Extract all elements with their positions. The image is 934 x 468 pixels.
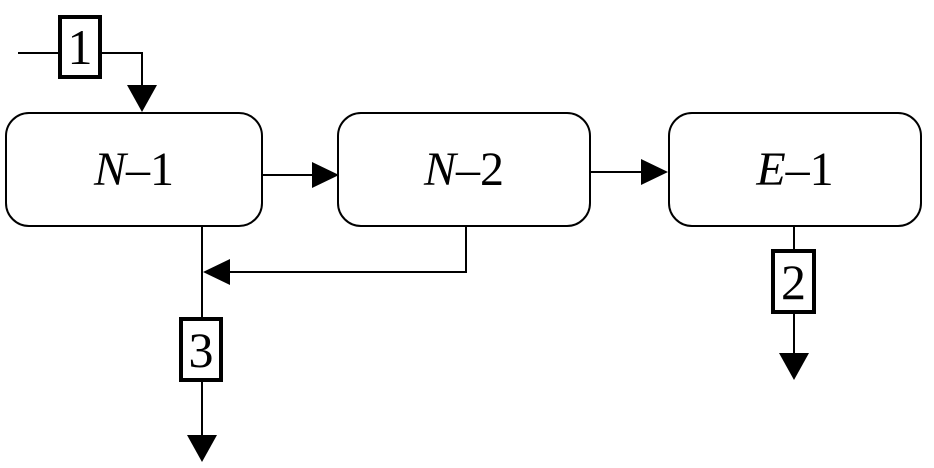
stream-2-line-upper xyxy=(793,227,795,249)
n1-to-n2-arrowhead xyxy=(312,162,339,188)
stream-3-arrowhead xyxy=(187,435,217,462)
block-n1-letter: N xyxy=(93,142,126,196)
recycle-arrowhead xyxy=(203,259,230,285)
block-n2-label: N–2 xyxy=(423,142,504,196)
stream-2-line-lower xyxy=(793,314,795,353)
stream-1-line-left xyxy=(18,52,58,54)
recycle-line-drop xyxy=(465,227,467,273)
block-e1-letter: E xyxy=(756,142,786,196)
block-n2-suffix: –2 xyxy=(456,142,504,196)
block-e1-label: E–1 xyxy=(756,142,834,196)
process-block-n2: N–2 xyxy=(337,112,591,227)
block-n2-letter: N xyxy=(423,142,456,196)
stream-1-line-drop xyxy=(141,52,143,86)
recycle-line-horizontal xyxy=(229,271,467,273)
stream-2-label-box: 2 xyxy=(771,249,816,314)
stream-1-number: 1 xyxy=(67,19,93,75)
n1-to-n2-line xyxy=(263,174,313,176)
stream-3-line-lower xyxy=(201,382,203,436)
stream-3-line-upper xyxy=(201,227,203,317)
process-block-e1: E–1 xyxy=(668,112,922,227)
process-block-n1: N–1 xyxy=(5,112,263,227)
stream-2-arrowhead xyxy=(779,353,809,380)
stream-1-label-box: 1 xyxy=(58,15,102,79)
block-e1-suffix: –1 xyxy=(785,142,834,196)
block-n1-suffix: –1 xyxy=(126,142,174,196)
stream-1-arrowhead xyxy=(127,85,157,112)
stream-3-number: 3 xyxy=(188,321,214,378)
n2-to-e1-line xyxy=(591,171,643,173)
stream-3-label-box: 3 xyxy=(179,317,223,382)
stream-1-line-mid xyxy=(102,52,143,54)
block-n1-label: N–1 xyxy=(93,142,174,196)
stream-2-number: 2 xyxy=(781,253,806,310)
n2-to-e1-arrowhead xyxy=(641,159,668,185)
